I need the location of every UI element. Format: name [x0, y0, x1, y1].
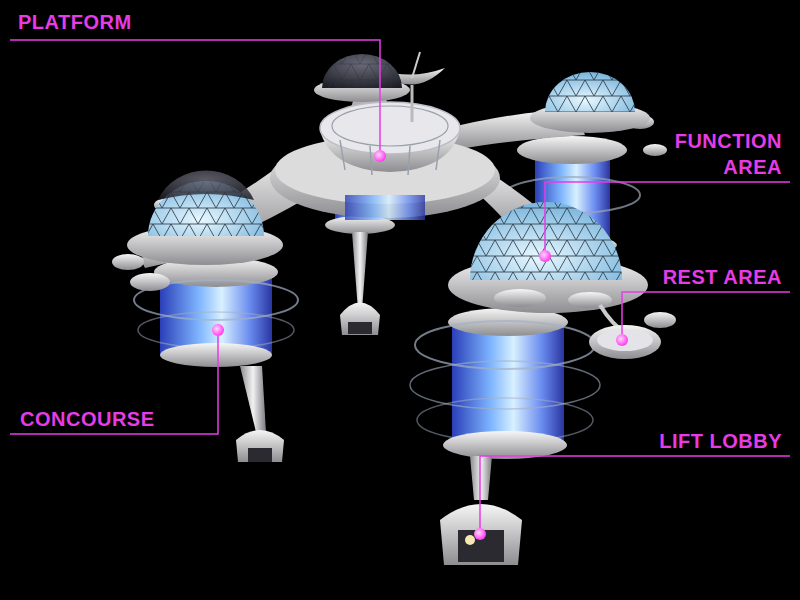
- illustration-part: [138, 312, 294, 348]
- rest-area-pods: [589, 305, 676, 359]
- illustration-part: [494, 289, 546, 307]
- illustration-part: [112, 254, 144, 270]
- illustration-part: [345, 195, 425, 220]
- callout-label: REST AREA: [620, 264, 782, 290]
- illustration-part: [158, 170, 254, 200]
- illustration-part: [332, 106, 448, 146]
- leader-dot: [212, 324, 224, 336]
- leader-lines: [10, 40, 790, 528]
- leader-dot: [616, 334, 628, 346]
- leader-dot: [374, 150, 386, 162]
- illustration-part: [470, 202, 622, 280]
- leader-line: [622, 292, 790, 334]
- illustration-part: [568, 292, 612, 308]
- illustration-part: [240, 366, 266, 432]
- illustration-part: [248, 448, 272, 462]
- leader-line: [10, 40, 380, 150]
- illustration-part: [597, 329, 653, 351]
- callout-label: CONCOURSE: [20, 406, 210, 432]
- leader-dot: [474, 528, 486, 540]
- illustration-part: [160, 343, 272, 367]
- illustration-part: [410, 361, 600, 409]
- illustration-part: [236, 430, 284, 462]
- right-back-dome: [530, 72, 650, 133]
- illustration-part: [340, 303, 380, 336]
- callout-label: FUNCTION AREA: [660, 128, 782, 180]
- leader-dots: [212, 150, 628, 540]
- illustration-part: [643, 144, 667, 156]
- front-module: [410, 202, 648, 565]
- illustration-part: [545, 72, 635, 112]
- illustration-part: [348, 322, 372, 334]
- leader-line: [480, 456, 790, 528]
- illustration-part: [440, 504, 522, 565]
- leader-line: [10, 336, 218, 434]
- illustration-part: [545, 72, 635, 112]
- illustration-part: [322, 54, 402, 88]
- illustration-part: [415, 321, 595, 369]
- illustration-part: [589, 325, 661, 359]
- illustration-part: [411, 85, 414, 122]
- illustration-part: [644, 312, 676, 328]
- callout-label: PLATFORM: [18, 9, 218, 35]
- back-dome: [314, 54, 410, 102]
- callout-label: LIFT LOBBY: [620, 428, 782, 454]
- illustration-part: [470, 456, 492, 500]
- illustration-part: [517, 136, 627, 164]
- illustration-part: [322, 54, 402, 88]
- platform-hub: [270, 52, 500, 220]
- illustration-part: [465, 535, 475, 545]
- illustration-part: [130, 273, 170, 291]
- leader-line: [545, 182, 790, 250]
- illustration-part: [443, 431, 567, 459]
- illustration-part: [352, 232, 368, 310]
- illustration-part: [412, 52, 420, 78]
- illustration-part: [452, 320, 564, 445]
- leader-dot: [539, 250, 551, 262]
- illustration-part: [340, 140, 440, 175]
- illustration-part: [470, 202, 622, 280]
